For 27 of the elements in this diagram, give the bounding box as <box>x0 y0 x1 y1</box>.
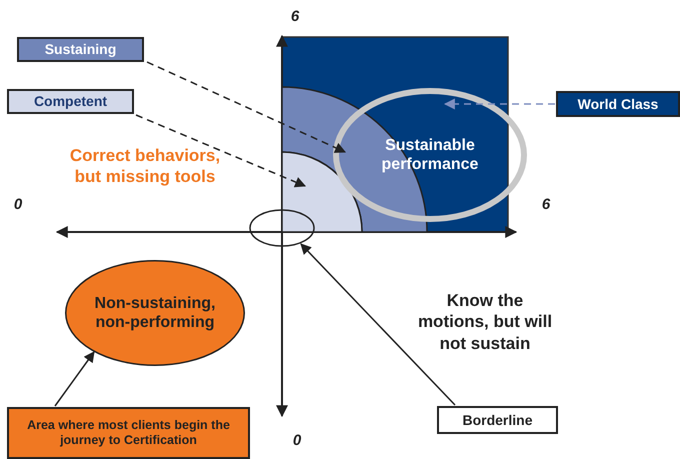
node-text: Competent <box>34 93 108 110</box>
level-box <box>17 37 144 62</box>
arrow <box>300 243 456 406</box>
node-text: Non-sustaining, non-performing <box>94 294 216 332</box>
node-text: Sustaining <box>44 41 116 58</box>
node-text: Sustainable performance <box>380 136 480 174</box>
dashed-arrow <box>444 98 555 110</box>
dashed-arrow <box>146 61 346 153</box>
axis-value: 0 <box>12 196 24 215</box>
node-text: Area where most clients begin the journey to Certification <box>26 418 231 448</box>
axis-value: 6 <box>290 8 300 27</box>
axis-value: 6 <box>540 196 552 215</box>
note-box <box>7 407 250 459</box>
label-box <box>437 406 558 434</box>
area-ellipse <box>65 260 245 366</box>
axis-value: 0 <box>292 432 302 451</box>
dashed-arrow <box>136 114 306 188</box>
level-box <box>7 89 134 114</box>
arrow <box>54 351 95 406</box>
quadrant-label: Correct behaviors, but missing tools <box>68 145 222 188</box>
origin-ellipse <box>250 210 314 246</box>
node-text: Borderline <box>462 412 532 428</box>
quadrant-label: Know the motions, but will not sustain <box>416 290 554 354</box>
performance-ellipse <box>333 88 527 222</box>
level-box <box>556 91 680 117</box>
node-text: World Class <box>578 96 658 112</box>
competent-sector <box>282 152 362 232</box>
